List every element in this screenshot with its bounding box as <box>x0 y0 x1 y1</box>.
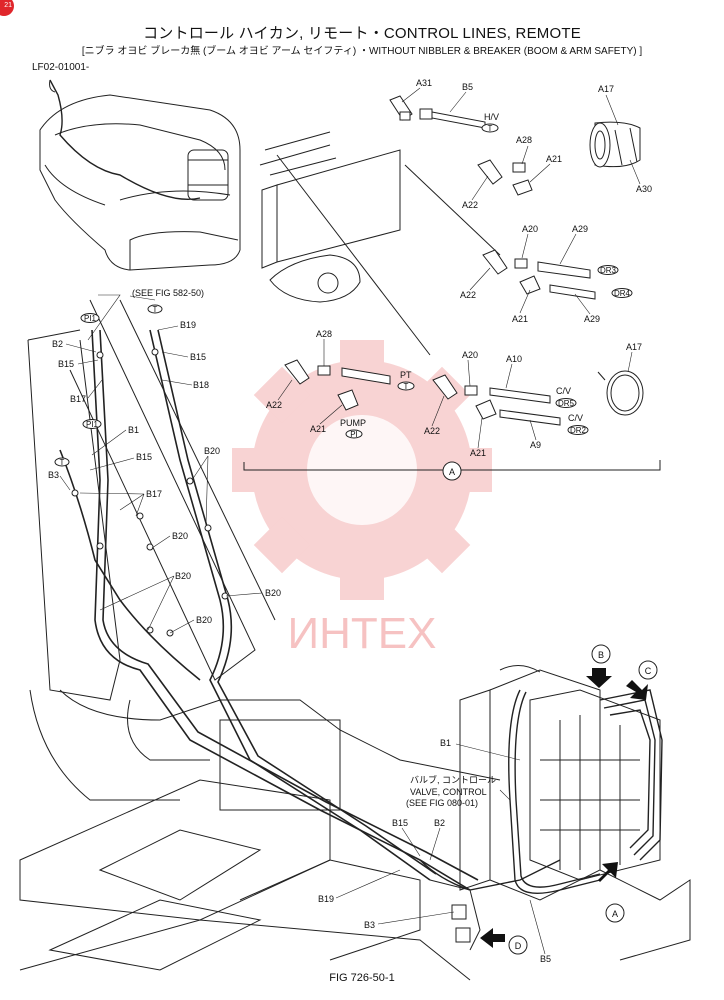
label-valve-jp: バルブ, コントロール <box>410 774 496 785</box>
arm-leaders <box>59 294 263 634</box>
label-b17-mid: B17 <box>146 489 162 499</box>
label-b3-left: B3 <box>48 470 59 480</box>
label-b15-mid: B15 <box>136 452 152 462</box>
label-dr2: DR2 <box>570 426 587 435</box>
label-a28-left: A28 <box>316 329 332 339</box>
valve-labels: B1 バルブ, コントロール VALVE, CONTROL (SEE FIG 0… <box>318 644 658 964</box>
label-cv2: C/V <box>568 413 583 423</box>
label-b1-left: B1 <box>128 425 139 435</box>
label-a20-low: A20 <box>462 350 478 360</box>
figure-number: FIG 726-50-1 <box>329 972 395 984</box>
circle-label-a: A <box>449 467 455 477</box>
machine-overview <box>39 79 241 271</box>
label-hv: H/V <box>484 112 499 122</box>
label-b18: B18 <box>193 380 209 390</box>
label-b20-r2: B20 <box>265 588 281 598</box>
label-t-top: T <box>153 305 158 314</box>
label-t-pt: T <box>404 382 409 391</box>
circle-label-d: D <box>515 941 522 951</box>
label-a20-mid: A20 <box>522 224 538 234</box>
fittings-group <box>284 95 644 426</box>
label-b15-valve: B15 <box>392 818 408 828</box>
label-pi1-mid: PI1 <box>86 420 99 429</box>
label-dr4: DR4 <box>614 289 631 298</box>
label-a29-low: A29 <box>584 314 600 324</box>
label-valve-en: VALVE, CONTROL <box>410 787 487 797</box>
label-a21-left: A21 <box>310 424 326 434</box>
label-b2-valve: B2 <box>434 818 445 828</box>
arm-labels: (SEE FIG 582-50) PI1 T B19 B2 B15 B15 B1… <box>48 288 281 625</box>
label-b19-valve: B19 <box>318 894 334 904</box>
label-a21-top: A21 <box>546 154 562 164</box>
label-b17-top: B17 <box>70 394 86 404</box>
label-a22-low: A22 <box>424 426 440 436</box>
valve-leaders <box>335 743 546 955</box>
arm-structure <box>19 299 501 971</box>
corner-tab: 21 <box>0 0 14 16</box>
label-a22-top: A22 <box>462 200 478 210</box>
label-a17-top: A17 <box>598 84 614 94</box>
label-a28-top: A28 <box>516 135 532 145</box>
label-b5: B5 <box>462 82 473 92</box>
circle-label-b: B <box>598 650 604 660</box>
label-dr3: DR3 <box>600 266 617 275</box>
label-b20-low: B20 <box>175 571 191 581</box>
label-a29-mid: A29 <box>572 224 588 234</box>
label-a30: A30 <box>636 184 652 194</box>
label-a10: A10 <box>506 354 522 364</box>
label-a22-left: A22 <box>266 400 282 410</box>
arm-clamps <box>71 348 229 637</box>
page-subtitle: [ニブラ オヨビ ブレーカ無 (ブーム オヨビ アーム セイフティ) ・WITH… <box>81 46 643 57</box>
section-code: LF02-01001- <box>32 62 90 73</box>
arrow-c <box>626 680 648 700</box>
label-b20-right: B20 <box>204 446 220 456</box>
label-b3-valve: B3 <box>364 920 375 930</box>
label-pt: PT <box>400 370 412 380</box>
label-valve-ref: (SEE FIG 080-01) <box>406 798 478 808</box>
arrow-a <box>598 862 618 882</box>
label-t-hv: T <box>488 124 493 133</box>
arm-hoses <box>59 329 479 891</box>
label-b19-top: B19 <box>180 320 196 330</box>
label-a9: A9 <box>530 440 541 450</box>
label-b15-right: B15 <box>190 352 206 362</box>
circle-label-a-valve: A <box>612 909 618 919</box>
label-a17-clamp: A17 <box>626 342 642 352</box>
label-a31: A31 <box>416 78 432 88</box>
label-b1-valve: B1 <box>440 738 451 748</box>
label-b2: B2 <box>52 339 63 349</box>
page-title: コントロール ハイカン, リモート・CONTROL LINES, REMOTE <box>143 25 581 42</box>
label-t-mid: T <box>60 458 65 467</box>
arrow-b <box>586 668 612 688</box>
label-pi: PI <box>350 430 358 439</box>
label-a21-mid: A21 <box>512 314 528 324</box>
label-b20-mid: B20 <box>172 531 188 541</box>
label-b20-bottom: B20 <box>196 615 212 625</box>
label-pi1-top: PI1 <box>84 314 97 323</box>
label-pump: PUMP <box>340 418 366 428</box>
label-b5-valve: B5 <box>540 954 551 964</box>
leader-lines-a <box>277 87 641 449</box>
detail-a-labels: A31 B5 H/V T A28 A21 A22 A17 A30 A20 A29… <box>266 78 652 481</box>
circle-label-c: C <box>645 666 652 676</box>
label-see-fig-582: (SEE FIG 582-50) <box>132 288 204 298</box>
valve-arrows <box>480 668 648 948</box>
control-valve <box>19 665 691 981</box>
label-cv1: C/V <box>556 386 571 396</box>
watermark-text: ИНТЕХ <box>288 609 437 658</box>
label-dr5: DR5 <box>558 399 575 408</box>
label-a22-mid: A22 <box>460 290 476 300</box>
label-a21-low: A21 <box>470 448 486 458</box>
label-b15-left: B15 <box>58 359 74 369</box>
arrow-d <box>480 928 505 948</box>
